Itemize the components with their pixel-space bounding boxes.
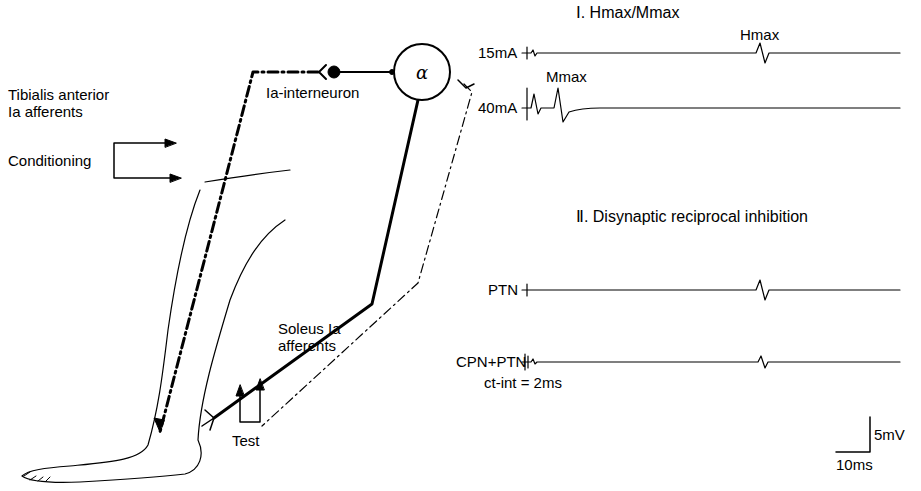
panel-title: Ⅱ. Disynaptic reciprocal inhibition: [576, 208, 808, 225]
motoneuron-circle: α: [393, 43, 451, 101]
stim-arrowhead: [236, 379, 264, 396]
tibialis-afferent: [160, 72, 318, 432]
toes: [24, 472, 50, 481]
trace-cpn-ptn: [522, 354, 900, 370]
trace-ptn: [522, 280, 900, 300]
trace-label: Mmax: [546, 68, 587, 85]
endplate: [202, 410, 214, 430]
part-name: Tibialis anterior Ia afferents: [8, 86, 112, 120]
part-name: Test: [232, 432, 260, 449]
trace-label: ct-int = 2ms: [484, 374, 562, 391]
trace-label: CPN+PTN: [456, 353, 526, 370]
soleus-synapse: [458, 80, 474, 88]
leg-outline: [22, 190, 285, 482]
trace-label: 15mA: [478, 44, 517, 61]
scale-label: 5mV: [874, 426, 905, 443]
trace-hmax: [522, 43, 900, 63]
scale-bar: [836, 417, 870, 452]
soleus-afferent: [262, 84, 472, 426]
thigh-outline: [205, 170, 290, 182]
interneuron-axon: [334, 71, 392, 73]
stim-arrowhead: [165, 139, 181, 182]
part-name: Ia-interneuron: [266, 84, 359, 101]
trace-mmax: [522, 88, 900, 122]
afferent-arrowhead: [154, 418, 164, 432]
stim-bracket: [114, 143, 171, 178]
synapse: [319, 65, 326, 79]
part-name: Soleus Ia afferents: [278, 320, 388, 354]
part-name: Conditioning: [8, 152, 91, 169]
scale-label: 10ms: [836, 456, 873, 473]
panel-title: Ⅰ. Hmax/Mmax: [576, 4, 679, 21]
trace-label: 40mA: [478, 99, 517, 116]
node-label: α: [416, 62, 428, 83]
trace-label: PTN: [488, 281, 518, 298]
trace-label: Hmax: [740, 26, 779, 43]
motor-axon: [214, 100, 418, 418]
